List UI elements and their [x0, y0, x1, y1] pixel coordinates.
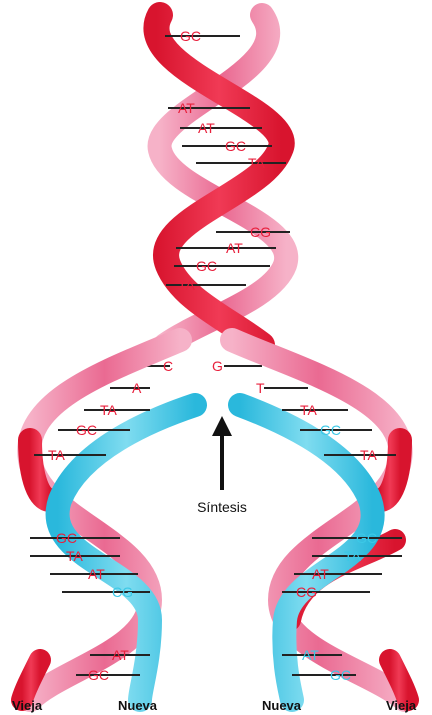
left-pair-7-label: AT: [88, 566, 105, 582]
top-pair-9-label: TA: [178, 277, 196, 293]
right-pair-6-label: TA: [344, 548, 362, 564]
right-pair-8-label: CG: [296, 584, 317, 600]
left-pair-1-label: A: [132, 380, 142, 396]
top-pair-1: GC: [165, 28, 240, 44]
right-old-strand-front: [380, 440, 400, 500]
synthesis-arrow: Síntesis: [197, 416, 247, 515]
fork-base-right: G: [212, 358, 223, 374]
label-right-new: Nueva: [262, 698, 302, 713]
left-pair-4-label: TA: [48, 447, 66, 463]
right-pair-5-label: GC: [356, 530, 377, 546]
top-pair-7-label: AT: [226, 240, 243, 256]
left-pair-3-label: GC: [76, 422, 97, 438]
top-pair-7: AT: [176, 240, 276, 256]
top-pair-8: GC: [174, 258, 270, 274]
left-pair-2-label: TA: [100, 402, 118, 418]
right-pair-10-label: GC: [330, 667, 351, 683]
label-left-new: Nueva: [118, 698, 158, 713]
left-pair-9-label: AT: [112, 647, 129, 663]
fork-base-left: C: [163, 358, 173, 374]
left-pair-6-label: TA: [66, 548, 84, 564]
left-pair-8-label: CG: [112, 584, 133, 600]
right-pair-9-label: AT: [302, 647, 319, 663]
right-pair-3-label: GC: [320, 422, 341, 438]
parent-helix: [156, 15, 286, 345]
right-pair-1-label: T: [256, 380, 265, 396]
top-pair-4-label: GC: [225, 138, 246, 154]
left-pair-10-label: GC: [88, 667, 109, 683]
left-pair-5-label: GC: [56, 530, 77, 546]
right-pair-2-label: TA: [300, 402, 318, 418]
top-pair-5-label: TA: [248, 155, 266, 171]
right-pair-4-label: TA: [360, 447, 378, 463]
strand-labels: Vieja Nueva Nueva Vieja: [12, 698, 417, 713]
top-pair-9: TA: [166, 277, 246, 293]
top-pair-6-label: CG: [250, 224, 271, 240]
top-pair-8-label: GC: [196, 258, 217, 274]
arrow-head: [212, 416, 232, 436]
right-pair-7-label: AT: [312, 566, 329, 582]
top-pair-1-label: GC: [180, 28, 201, 44]
top-pair-3-label: AT: [198, 120, 215, 136]
left-daughter-helix: [22, 340, 195, 700]
label-right-old: Vieja: [386, 698, 417, 713]
label-left-old: Vieja: [12, 698, 43, 713]
synthesis-label: Síntesis: [197, 499, 247, 515]
top-pair-4: GC: [182, 138, 272, 154]
top-pair-2-label: AT: [178, 100, 195, 116]
left-old-strand-front: [30, 440, 50, 500]
